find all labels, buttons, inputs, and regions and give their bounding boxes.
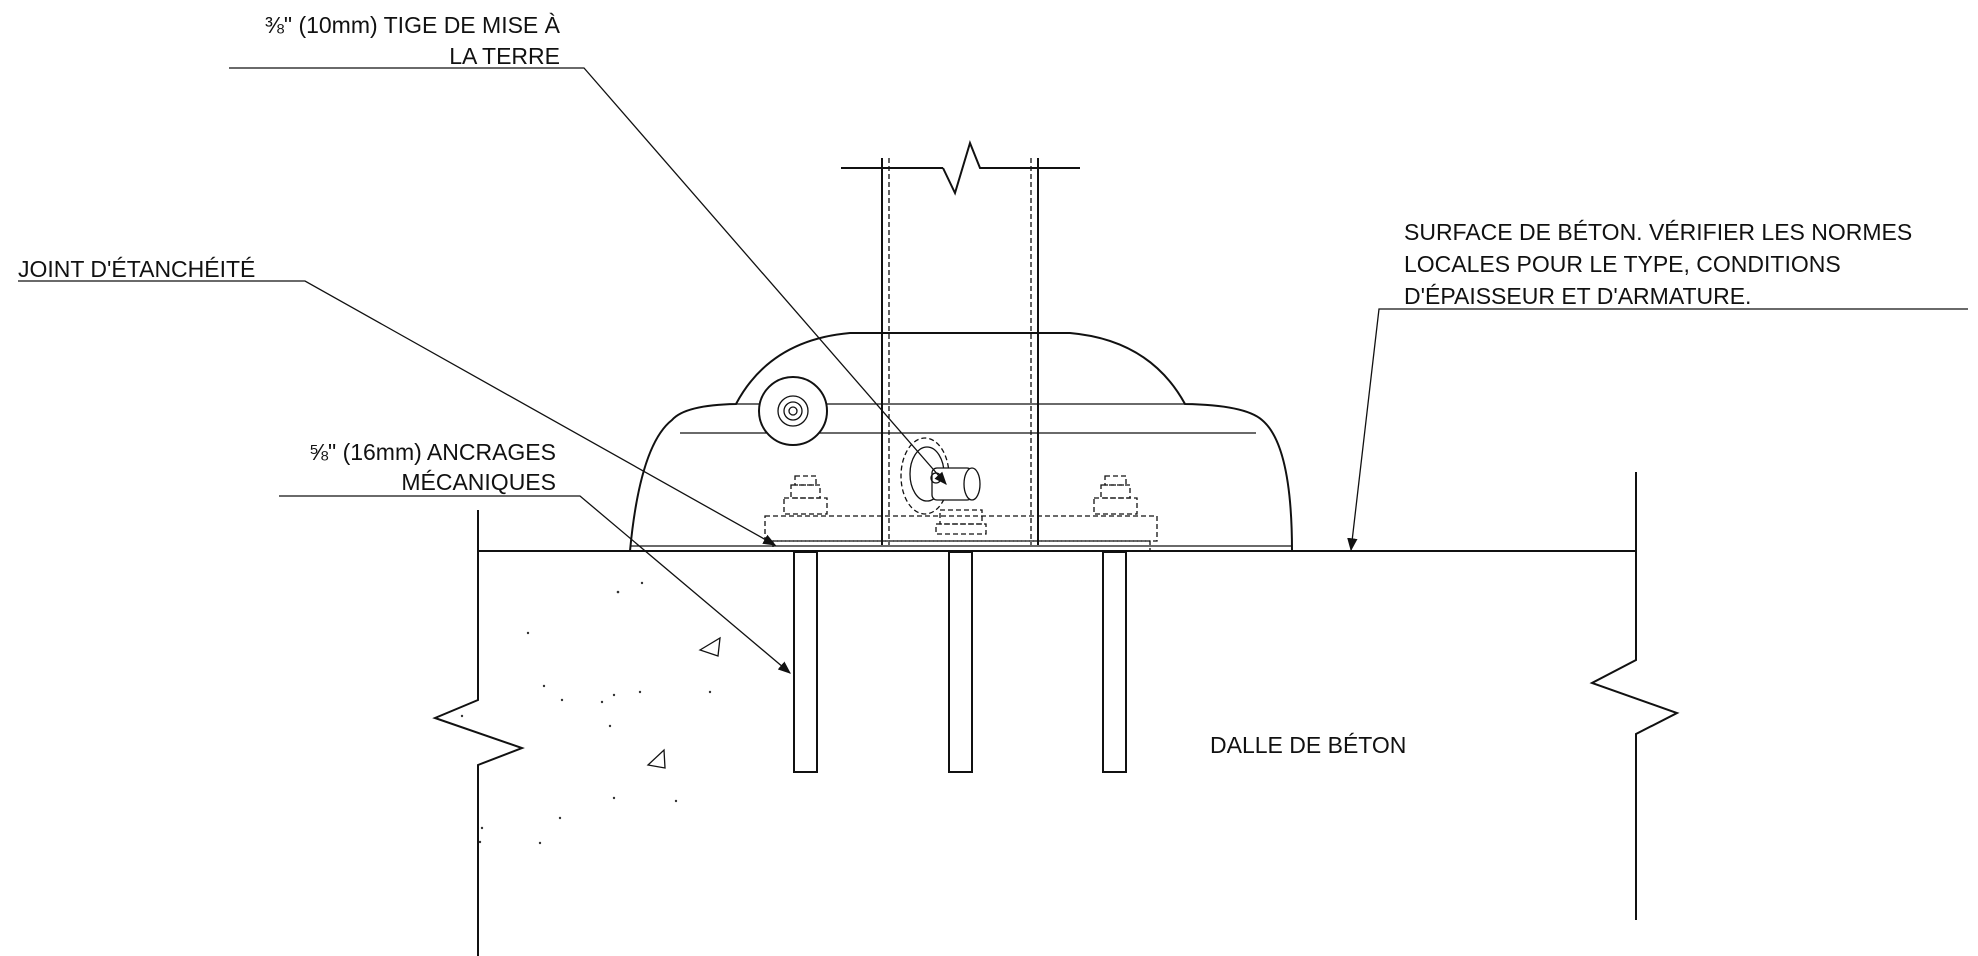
sealant-label: JOINT D'ÉTANCHÉITÉ (18, 256, 255, 282)
callout-anchors: ⅝" (16mm) ANCRAGES MÉCANIQUES (309, 439, 556, 495)
leader-sealant (18, 280, 777, 546)
anchors-label-line2: MÉCANIQUES (401, 469, 556, 495)
slab-label: DALLE DE BÉTON (1210, 732, 1406, 758)
anchor-left (793, 551, 818, 773)
nut-left (783, 475, 828, 515)
concrete-aggregate (460, 581, 721, 845)
base-plate (764, 475, 1158, 552)
callout-concrete-surface: SURFACE DE BÉTON. VÉRIFIER LES NORMES LO… (1404, 219, 1912, 309)
dome-cover (628, 332, 1294, 552)
dome-outline (628, 332, 1294, 552)
nut-right (1093, 475, 1138, 515)
surface-label-line2: LOCALES POUR LE TYPE, CONDITIONS (1404, 251, 1841, 277)
leader-ground-rod (229, 67, 947, 485)
anchors-label-line1: ⅝" (16mm) ANCRAGES (309, 439, 556, 465)
anchor-center (948, 551, 973, 773)
surface-label-line1: SURFACE DE BÉTON. VÉRIFIER LES NORMES (1404, 219, 1912, 245)
lifting-eye (758, 376, 828, 446)
anchor-right (1102, 551, 1127, 773)
nut-center (935, 509, 987, 535)
post-column (841, 139, 1080, 545)
slab-right-break (1589, 472, 1680, 920)
leader-concrete-surface (1347, 308, 1968, 552)
surface-label-line3: D'ÉPAISSEUR ET D'ARMATURE. (1404, 283, 1751, 309)
ground-rod-label-line2: LA TERRE (449, 43, 560, 69)
leader-lines (18, 67, 1968, 674)
mechanical-anchors (793, 551, 1127, 773)
ground-rod-label-line1: ⅜" (10mm) TIGE DE MISE À (265, 12, 561, 38)
callout-ground-rod: ⅜" (10mm) TIGE DE MISE À LA TERRE (265, 12, 561, 69)
leader-anchors (279, 495, 791, 674)
slab-left-break (432, 510, 525, 956)
